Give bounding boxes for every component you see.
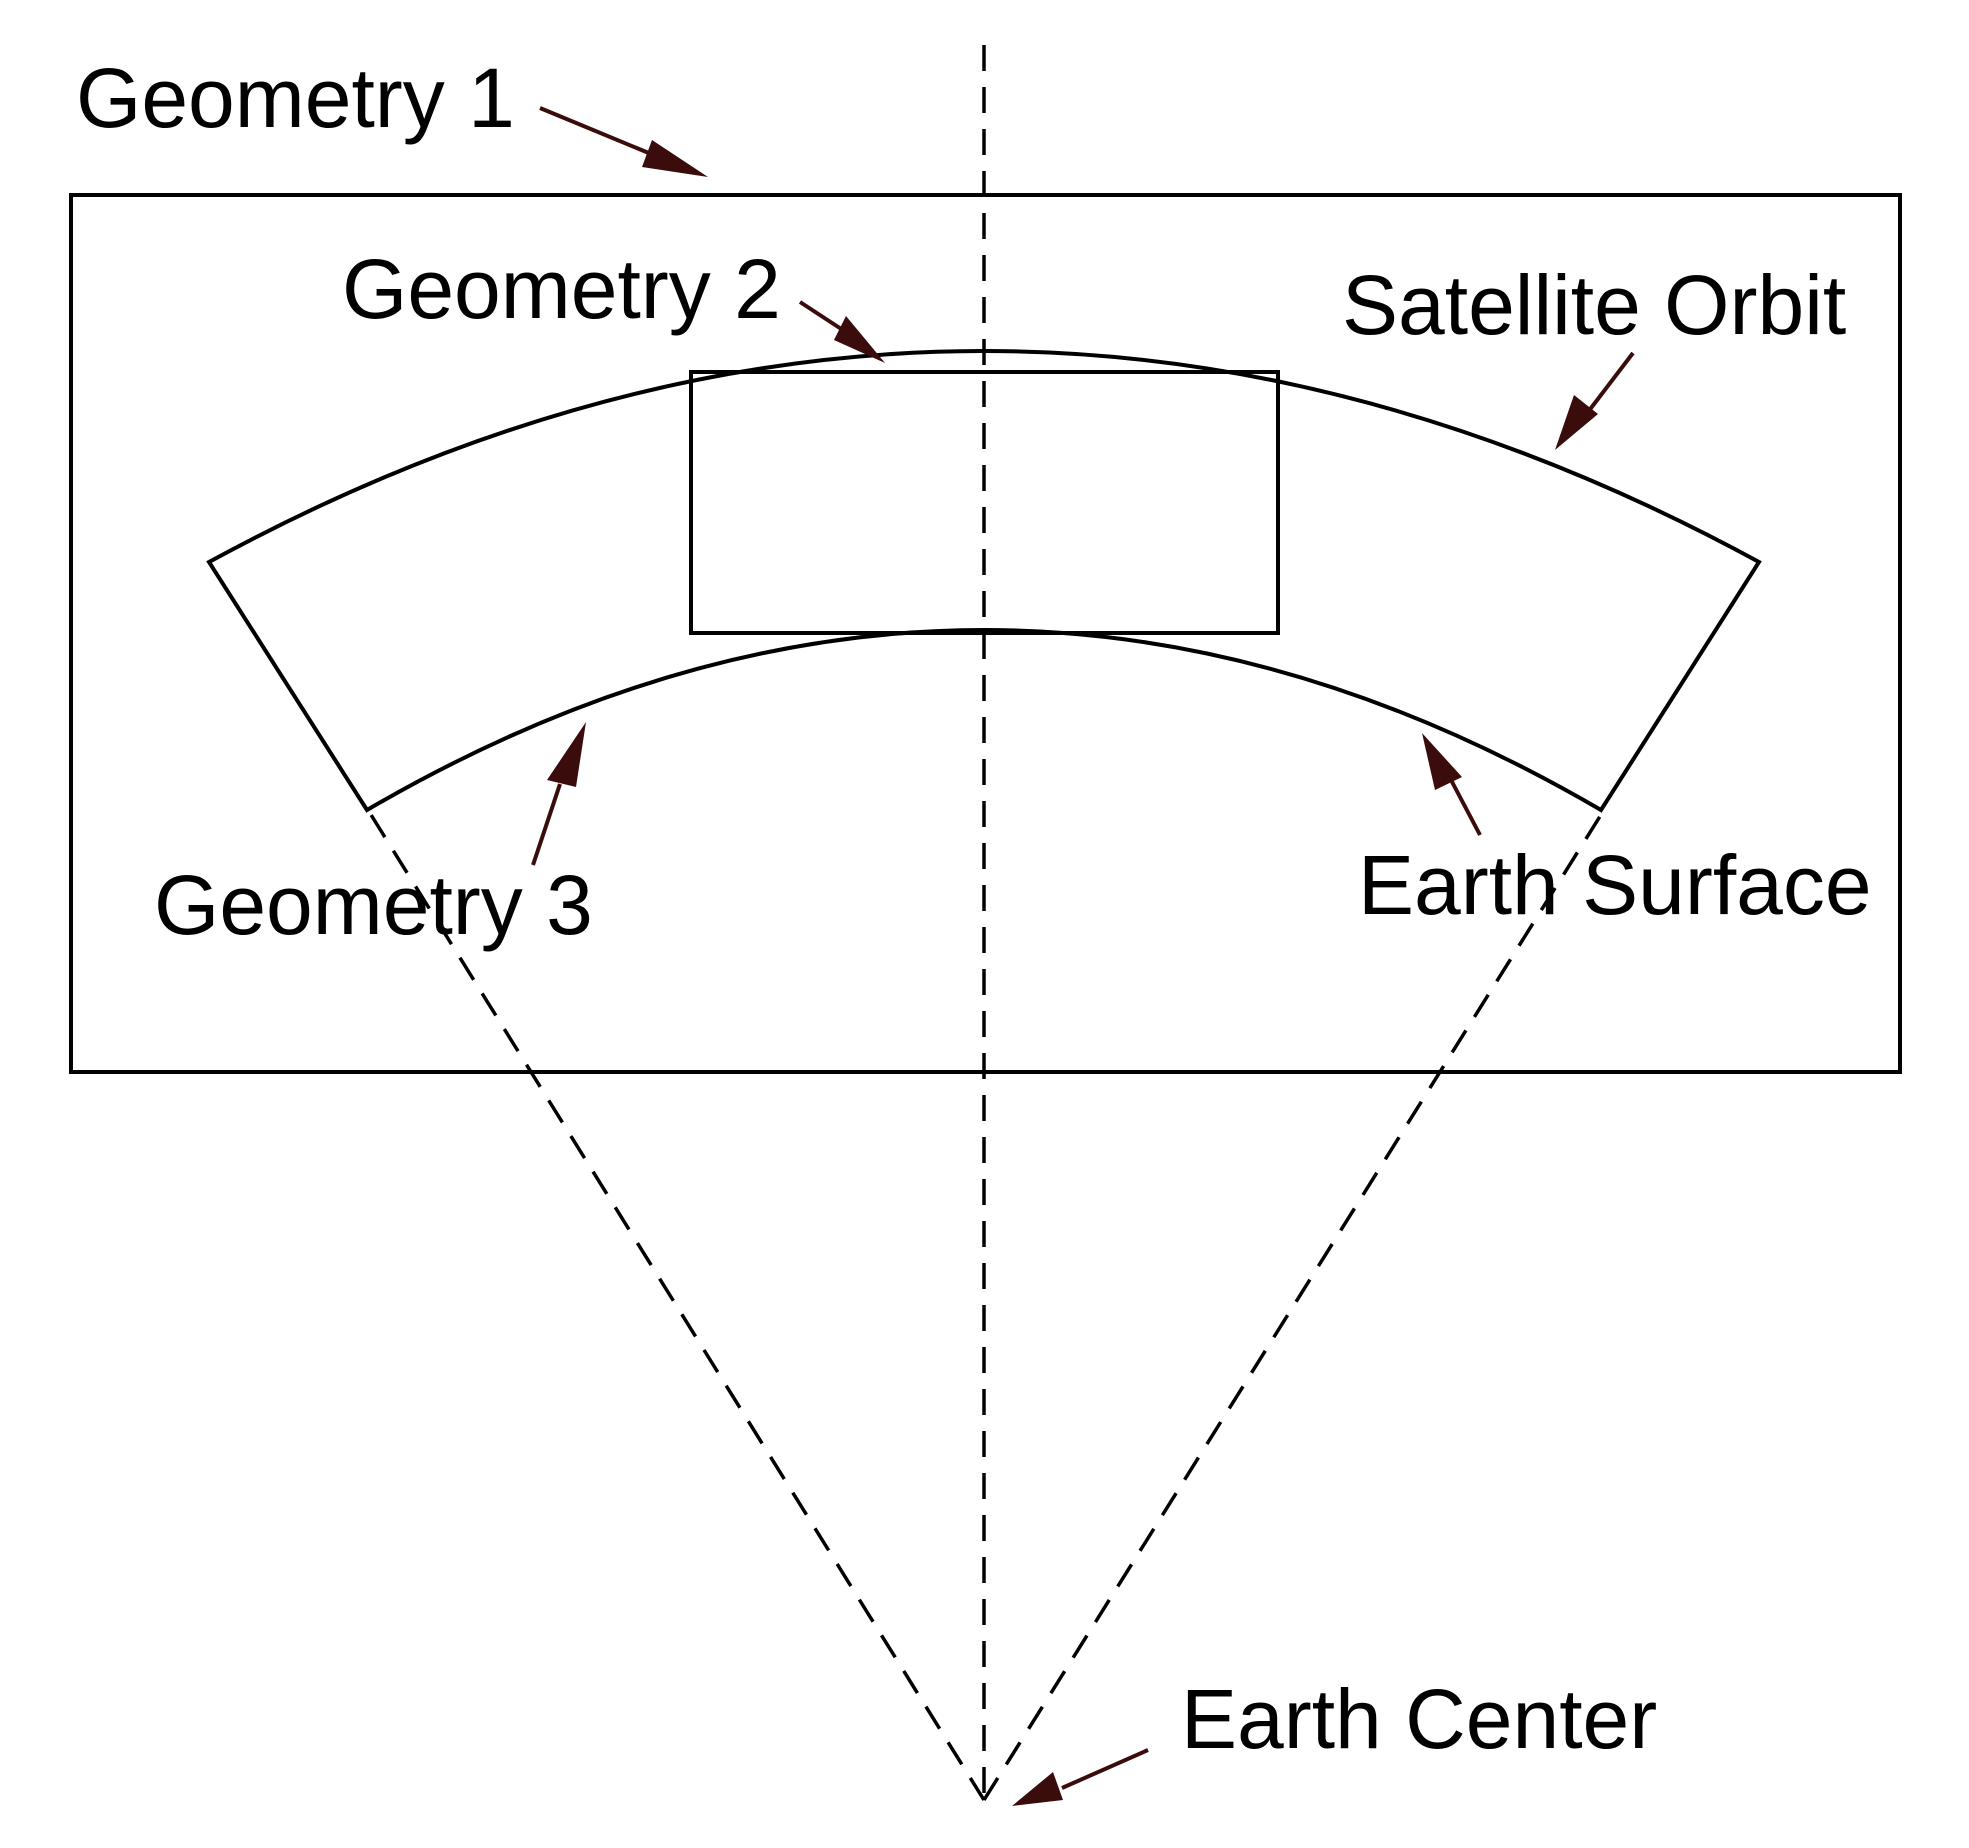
- left-radial-line: [366, 809, 986, 1801]
- geometry-3-label: Geometry 3: [154, 858, 593, 952]
- earth-surface-arrow: [1422, 733, 1482, 836]
- earth-center-arrow: [1012, 1748, 1149, 1806]
- geometry-2-rectangle: [689, 370, 1280, 635]
- right-radial-line: [982, 809, 1606, 1801]
- earth-surface-label: Earth Surface: [1358, 838, 1872, 932]
- geometry-1-arrow: [539, 106, 708, 177]
- geometry-2-label: Geometry 2: [342, 242, 781, 336]
- geometry-1-label: Geometry 1: [76, 51, 515, 145]
- geometry-1-rectangle: [69, 193, 1902, 1074]
- satellite-orbit-arrow: [1555, 351, 1635, 450]
- earth-center-label: Earth Center: [1181, 1672, 1657, 1766]
- geometry-3-arrow: [531, 722, 586, 866]
- geometry-3-sector: [206, 349, 1762, 813]
- geometry-2-arrow: [798, 300, 885, 363]
- satellite-orbit-label: Satellite Orbit: [1342, 258, 1846, 352]
